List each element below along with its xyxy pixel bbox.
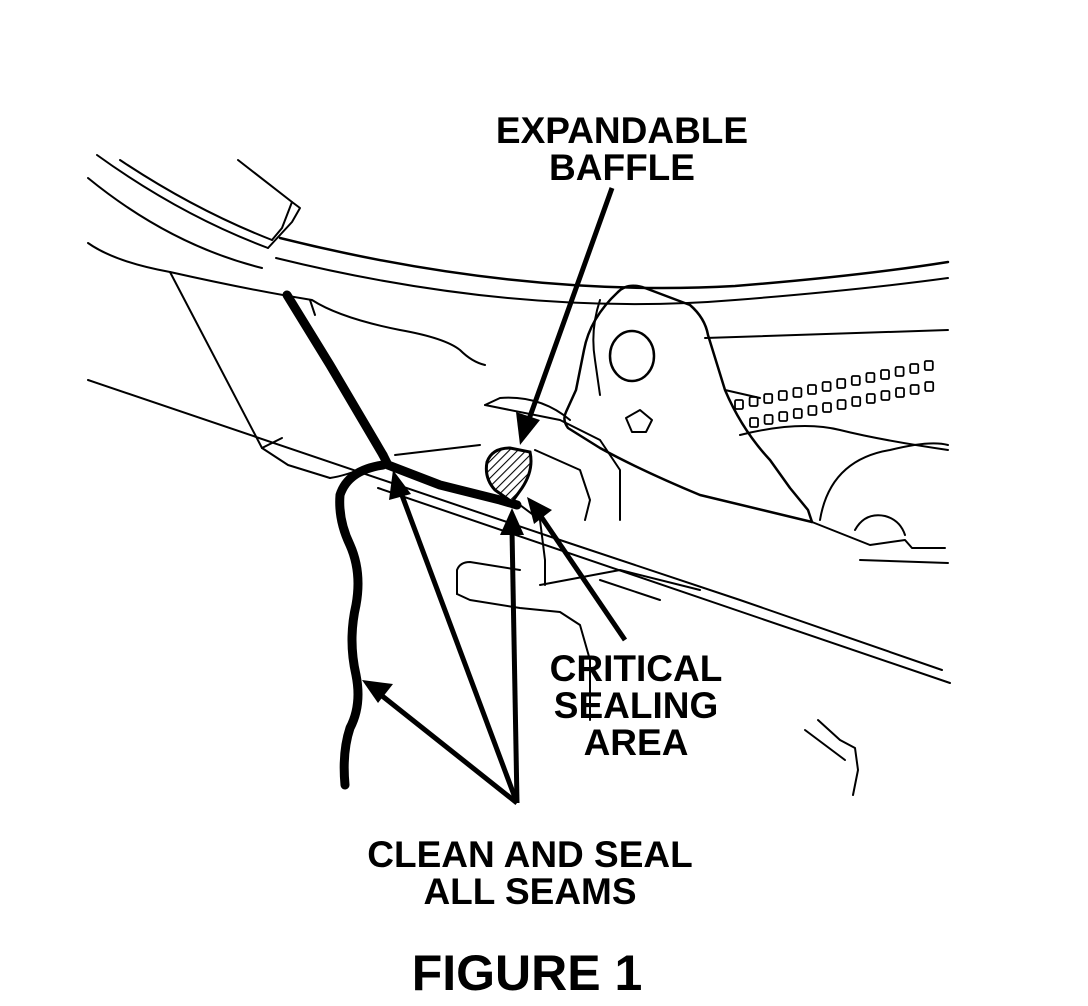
vent-slot [748, 396, 759, 407]
vent-slot [836, 378, 847, 389]
vent-slot [909, 384, 920, 395]
vent-slot [807, 405, 818, 416]
body-structure-drawing [87, 154, 951, 796]
label-critical-sealing-area-line1: CRITICAL [550, 648, 723, 689]
label-expandable-baffle-line2: BAFFLE [549, 147, 695, 188]
label-expandable-baffle-line1: EXPANDABLE [496, 110, 748, 151]
figure-caption: FIGURE 1 [412, 945, 643, 1001]
vent-grille [734, 360, 935, 428]
expandable-baffle-shape [484, 446, 533, 505]
vent-slot [836, 399, 847, 410]
label-clean-and-seal-line1: CLEAN AND SEAL [367, 834, 692, 875]
seam-lower-wavy [335, 460, 388, 790]
vent-slot [865, 393, 876, 404]
vent-slot [851, 396, 862, 407]
vent-slot [807, 384, 817, 395]
vent-slot [734, 399, 744, 410]
seam-lines [282, 290, 522, 790]
vent-slot [749, 417, 759, 428]
vent-slot [763, 414, 774, 425]
label-expandable-baffle: EXPANDABLE BAFFLE [496, 110, 748, 188]
label-clean-and-seal-line2: ALL SEAMS [423, 871, 636, 912]
vent-slot [880, 390, 891, 401]
vent-slot [821, 381, 832, 392]
vent-slot [850, 375, 861, 386]
vent-slot [880, 369, 890, 380]
vent-slot [777, 390, 788, 401]
leader-arrows [362, 187, 628, 805]
label-critical-sealing-area: CRITICAL SEALING AREA [550, 648, 723, 763]
vent-slot [894, 366, 905, 377]
seam-horizontal [378, 450, 522, 510]
vent-slot [923, 360, 934, 371]
vent-slot [822, 402, 832, 413]
vent-slot [924, 381, 935, 392]
vent-slot [778, 411, 789, 422]
vent-slot [763, 393, 774, 404]
vent-slot [909, 363, 920, 374]
label-critical-sealing-area-line2: SEALING [554, 685, 718, 726]
vent-slot [865, 372, 876, 383]
label-critical-sealing-area-line3: AREA [584, 722, 689, 763]
label-clean-and-seal: CLEAN AND SEAL ALL SEAMS [367, 834, 692, 912]
vent-slot [895, 387, 905, 398]
vent-slot [792, 408, 803, 419]
seam-upper-diagonal [282, 290, 388, 460]
vent-slot [792, 387, 803, 398]
